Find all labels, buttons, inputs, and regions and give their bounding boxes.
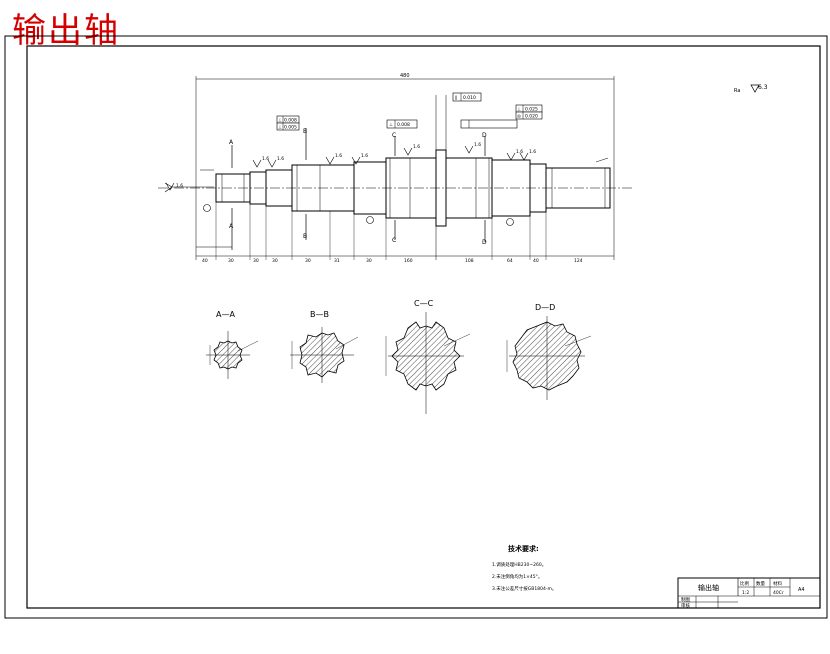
svg-text:∥: ∥: [455, 95, 457, 101]
tech-item: 3.未注公差尺寸按GB1804-m。: [492, 585, 556, 592]
tolerance-frames: ⊥0.008 ⊥0.005 ⊥0.008 ∥0.010 ⊥0.025 ◎0.02…: [276, 92, 543, 131]
inner-frame: [26, 45, 821, 609]
svg-text:40Cr: 40Cr: [773, 590, 784, 596]
section-a-a: A—A: [206, 310, 259, 379]
svg-text:0.008: 0.008: [284, 118, 297, 124]
svg-text:160: 160: [404, 258, 413, 264]
surface-finish-marks: 1.6 1.6 1.6 1.6 1.6 1.6 1.6 1.6 1.6: [165, 142, 536, 191]
shaft-main-view: 480: [158, 73, 632, 260]
svg-text:A: A: [229, 223, 234, 230]
section-b-b: B—B: [290, 310, 359, 383]
title-block-name: 输出轴: [698, 583, 719, 592]
svg-text:31: 31: [334, 258, 340, 264]
svg-text:124: 124: [574, 258, 583, 264]
bottom-dimensions: 40 30 30 30 30 31 30 160 108 64 40 124: [202, 258, 583, 264]
svg-text:40: 40: [202, 258, 208, 264]
svg-text:B—B: B—B: [310, 310, 329, 319]
svg-text:0.010: 0.010: [463, 95, 476, 101]
main-view-section-labels: A A B B C C D D: [229, 128, 487, 246]
svg-text:⊥: ⊥: [278, 125, 282, 131]
svg-text:1.6: 1.6: [335, 153, 342, 159]
svg-text:◎: ◎: [517, 115, 521, 120]
svg-text:30: 30: [366, 258, 372, 264]
title-block: 输出轴 比例 数量 材料 1:2 40Cr A4 制图 审核: [677, 577, 821, 609]
svg-text:D: D: [482, 132, 487, 139]
svg-text:1.6: 1.6: [176, 183, 183, 189]
svg-text:D: D: [482, 239, 487, 246]
svg-text:B: B: [303, 128, 307, 135]
svg-text:1:2: 1:2: [742, 590, 749, 596]
drawing-title: 输出轴: [12, 11, 120, 51]
svg-text:0.020: 0.020: [525, 114, 538, 120]
svg-text:B: B: [303, 233, 307, 240]
svg-text:Ra: Ra: [734, 88, 740, 94]
tolerance-frame: ∥ 0.010: [452, 92, 482, 102]
tolerance-frame: ⊥ 0.008: [386, 119, 418, 129]
section-d-d: D—D: [506, 303, 592, 400]
svg-text:制图: 制图: [681, 596, 690, 603]
svg-text:1.6: 1.6: [361, 153, 368, 159]
section-views: A—A B—B C—C D—D: [206, 299, 592, 414]
svg-text:⊥: ⊥: [389, 122, 393, 128]
roughness-note: Ra 6.3: [734, 84, 768, 94]
svg-text:D—D: D—D: [535, 303, 555, 312]
svg-text:数量: 数量: [756, 580, 765, 587]
svg-text:0.005: 0.005: [284, 125, 297, 131]
tolerance-frame: ⊥ 0.025: [515, 104, 543, 113]
svg-text:⊥: ⊥: [278, 118, 282, 124]
svg-text:108: 108: [465, 258, 474, 264]
svg-text:C: C: [392, 237, 396, 244]
svg-text:比例: 比例: [740, 580, 749, 587]
svg-text:64: 64: [507, 258, 513, 264]
svg-text:1.6: 1.6: [474, 142, 481, 148]
svg-text:1.6: 1.6: [277, 156, 284, 162]
tech-title: 技术要求:: [508, 544, 539, 553]
roughness-value: 6.3: [758, 84, 768, 91]
outer-frame: [4, 35, 828, 619]
svg-text:1.6: 1.6: [262, 156, 269, 162]
svg-text:1.6: 1.6: [413, 144, 420, 150]
svg-text:40: 40: [533, 258, 539, 264]
svg-text:A—A: A—A: [216, 310, 235, 319]
svg-text:30: 30: [305, 258, 311, 264]
tech-item: 2.未注倒角均为1×45°。: [492, 573, 542, 580]
svg-text:0.025: 0.025: [525, 107, 538, 113]
svg-text:A: A: [229, 139, 234, 146]
svg-text:审核: 审核: [681, 602, 690, 609]
overall-length: 480: [400, 73, 410, 79]
section-c-c: C—C: [385, 299, 471, 414]
svg-text:1.6: 1.6: [529, 149, 536, 155]
technical-requirements: 技术要求: 1.调质处理HB230~260。 2.未注倒角均为1×45°。 3.…: [492, 544, 556, 592]
svg-text:⊥: ⊥: [517, 107, 521, 113]
tolerance-frame: ⊥0.008: [276, 115, 300, 124]
svg-text:C: C: [392, 132, 396, 139]
tolerance-frame: ◎ 0.020: [515, 111, 543, 120]
svg-text:A4: A4: [798, 587, 805, 593]
svg-text:0.008: 0.008: [397, 122, 410, 128]
svg-text:材料: 材料: [773, 580, 782, 587]
svg-text:C—C: C—C: [414, 299, 434, 308]
svg-text:30: 30: [253, 258, 259, 264]
tolerance-frame: ⊥0.005: [276, 122, 300, 131]
svg-text:30: 30: [228, 258, 234, 264]
tech-item: 1.调质处理HB230~260。: [492, 561, 546, 568]
svg-text:30: 30: [272, 258, 278, 264]
svg-text:1.6: 1.6: [516, 149, 523, 155]
